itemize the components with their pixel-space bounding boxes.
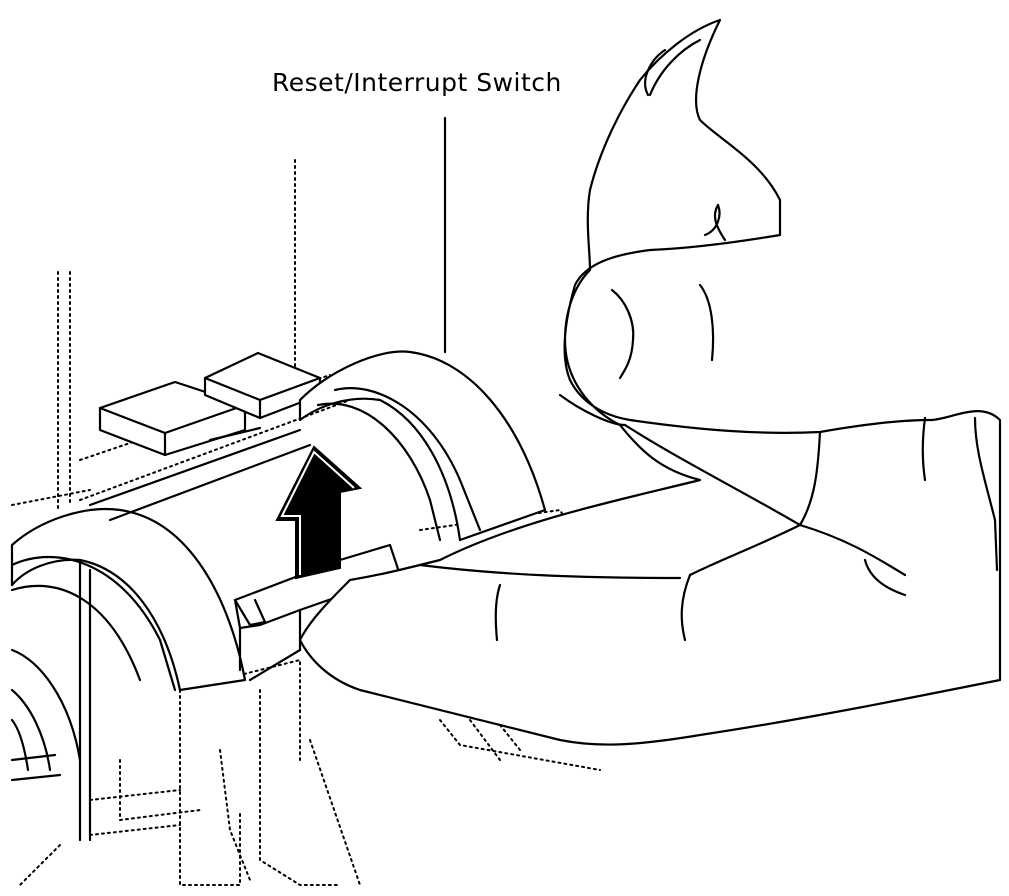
hand xyxy=(298,18,1002,746)
switch-tabs xyxy=(98,351,322,457)
top-surface xyxy=(88,426,402,682)
main-drum xyxy=(10,508,247,842)
up-arrow xyxy=(275,445,363,580)
switch-housing xyxy=(298,350,547,542)
callout-label: Reset/Interrupt Switch xyxy=(272,68,562,97)
